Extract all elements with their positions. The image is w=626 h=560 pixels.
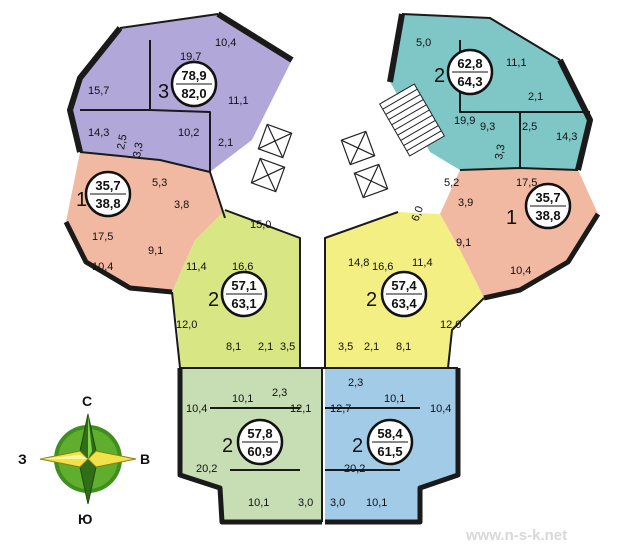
room-area: 11,1 [506, 57, 527, 69]
room-area: 15,7 [88, 85, 109, 97]
room-area: 14,3 [88, 127, 109, 139]
room-area: 3,5 [338, 341, 353, 353]
room-area: 2,1 [528, 91, 543, 103]
room-area: 17,5 [92, 231, 113, 243]
apartment-badge[interactable]: 2 58,4 61,5 [352, 418, 414, 466]
rooms-count: 1 [506, 207, 517, 229]
room-area: 12,0 [176, 319, 197, 331]
room-area: 12,7 [330, 403, 351, 415]
room-area: 10,1 [232, 393, 253, 405]
living-area: 82,0 [181, 86, 206, 101]
room-area: 9,1 [148, 245, 163, 257]
apartment-badge[interactable]: 2 57,1 63,1 [208, 270, 268, 318]
living-area: 38,8 [535, 208, 560, 223]
elevators [250, 123, 389, 199]
room-area: 16,6 [232, 261, 253, 273]
room-area: 3,5 [280, 341, 295, 353]
room-area: 10,1 [384, 393, 405, 405]
room-area: 9,3 [480, 121, 495, 133]
living-area: 60,9 [247, 444, 272, 459]
apartment-badge[interactable]: 3 78,9 82,0 [158, 60, 218, 108]
room-area: 19,9 [454, 115, 475, 127]
room-area: 10,4 [510, 265, 531, 277]
living-area: 63,4 [391, 296, 417, 311]
room-area: 11,4 [186, 261, 207, 273]
room-area: 8,1 [226, 341, 241, 353]
room-area: 16,6 [372, 261, 393, 273]
room-area: 9,1 [456, 237, 471, 249]
room-area: 5,3 [152, 177, 167, 189]
room-area: 2,3 [348, 377, 363, 389]
total-area: 57,4 [391, 278, 417, 293]
total-area: 35,7 [95, 178, 120, 193]
room-area: 17,5 [516, 177, 537, 189]
total-area: 35,7 [535, 190, 560, 205]
rooms-count: 2 [434, 65, 445, 87]
rooms-count: 2 [222, 435, 233, 457]
room-area: 2,1 [364, 341, 379, 353]
rooms-count: 1 [76, 189, 87, 211]
compass-rose-icon [39, 413, 137, 505]
total-area: 78,9 [181, 68, 206, 83]
room-area: 10,2 [178, 127, 199, 139]
room-area: 8,1 [396, 341, 411, 353]
rooms-count: 2 [208, 289, 219, 311]
room-area: 3,8 [174, 199, 189, 211]
room-area: 5,0 [416, 37, 431, 49]
room-area: 5,2 [444, 177, 459, 189]
room-area: 15,0 [250, 219, 271, 231]
room-area: 20,2 [196, 463, 217, 475]
room-area: 12,0 [440, 319, 461, 331]
room-area: 11,4 [412, 257, 433, 269]
room-area: 14,8 [348, 257, 369, 269]
rooms-count: 2 [352, 435, 363, 457]
room-area: 2,1 [258, 341, 273, 353]
room-area: 10,4 [215, 37, 236, 49]
walls [63, 11, 601, 525]
stairs [378, 83, 446, 157]
room-area: 10,1 [366, 497, 387, 509]
room-area: 3,3 [493, 143, 507, 160]
apartment-badge[interactable]: 2 57,4 63,4 [366, 270, 428, 318]
apartment-badge[interactable]: 2 62,8 64,3 [434, 48, 494, 96]
room-area: 20,2 [344, 463, 365, 475]
apartment-badge[interactable]: 1 35,7 38,8 [506, 182, 572, 230]
compass-north: С [82, 393, 92, 409]
living-area: 63,1 [231, 296, 256, 311]
room-area: 11,1 [228, 95, 249, 107]
room-area: 2,1 [218, 137, 233, 149]
living-area: 61,5 [377, 444, 402, 459]
room-area: 12,1 [290, 403, 311, 415]
room-area: 2,5 [522, 121, 537, 133]
total-area: 62,8 [457, 56, 482, 71]
compass-west: З [18, 451, 27, 467]
apartment-badge[interactable]: 1 35,7 38,8 [76, 170, 132, 218]
room-area: 3,3 [131, 141, 145, 158]
room-area: 14,3 [556, 131, 577, 143]
room-area: 6,0 [410, 205, 427, 223]
room-area: 10,4 [92, 261, 113, 273]
room-area: 2,3 [272, 387, 287, 399]
room-area: 19,7 [180, 51, 201, 63]
watermark: www.n-s-k.net [465, 527, 567, 544]
room-area: 2,5 [115, 133, 129, 150]
room-area: 3,0 [330, 497, 345, 509]
total-area: 57,8 [247, 426, 272, 441]
room-area: 10,1 [248, 497, 269, 509]
compass-east: В [140, 451, 150, 467]
total-area: 58,4 [377, 426, 403, 441]
room-area: 10,4 [186, 403, 207, 415]
compass-south: Ю [78, 511, 92, 527]
rooms-count: 3 [158, 81, 169, 103]
room-area: 10,4 [430, 403, 451, 415]
room-area: 3,9 [458, 197, 473, 209]
living-area: 64,3 [457, 74, 482, 89]
room-area: 3,0 [298, 497, 313, 509]
living-area: 38,8 [95, 196, 120, 211]
apartment-badge[interactable]: 2 57,8 60,9 [222, 418, 284, 466]
rooms-count: 2 [366, 289, 377, 311]
total-area: 57,1 [231, 278, 256, 293]
